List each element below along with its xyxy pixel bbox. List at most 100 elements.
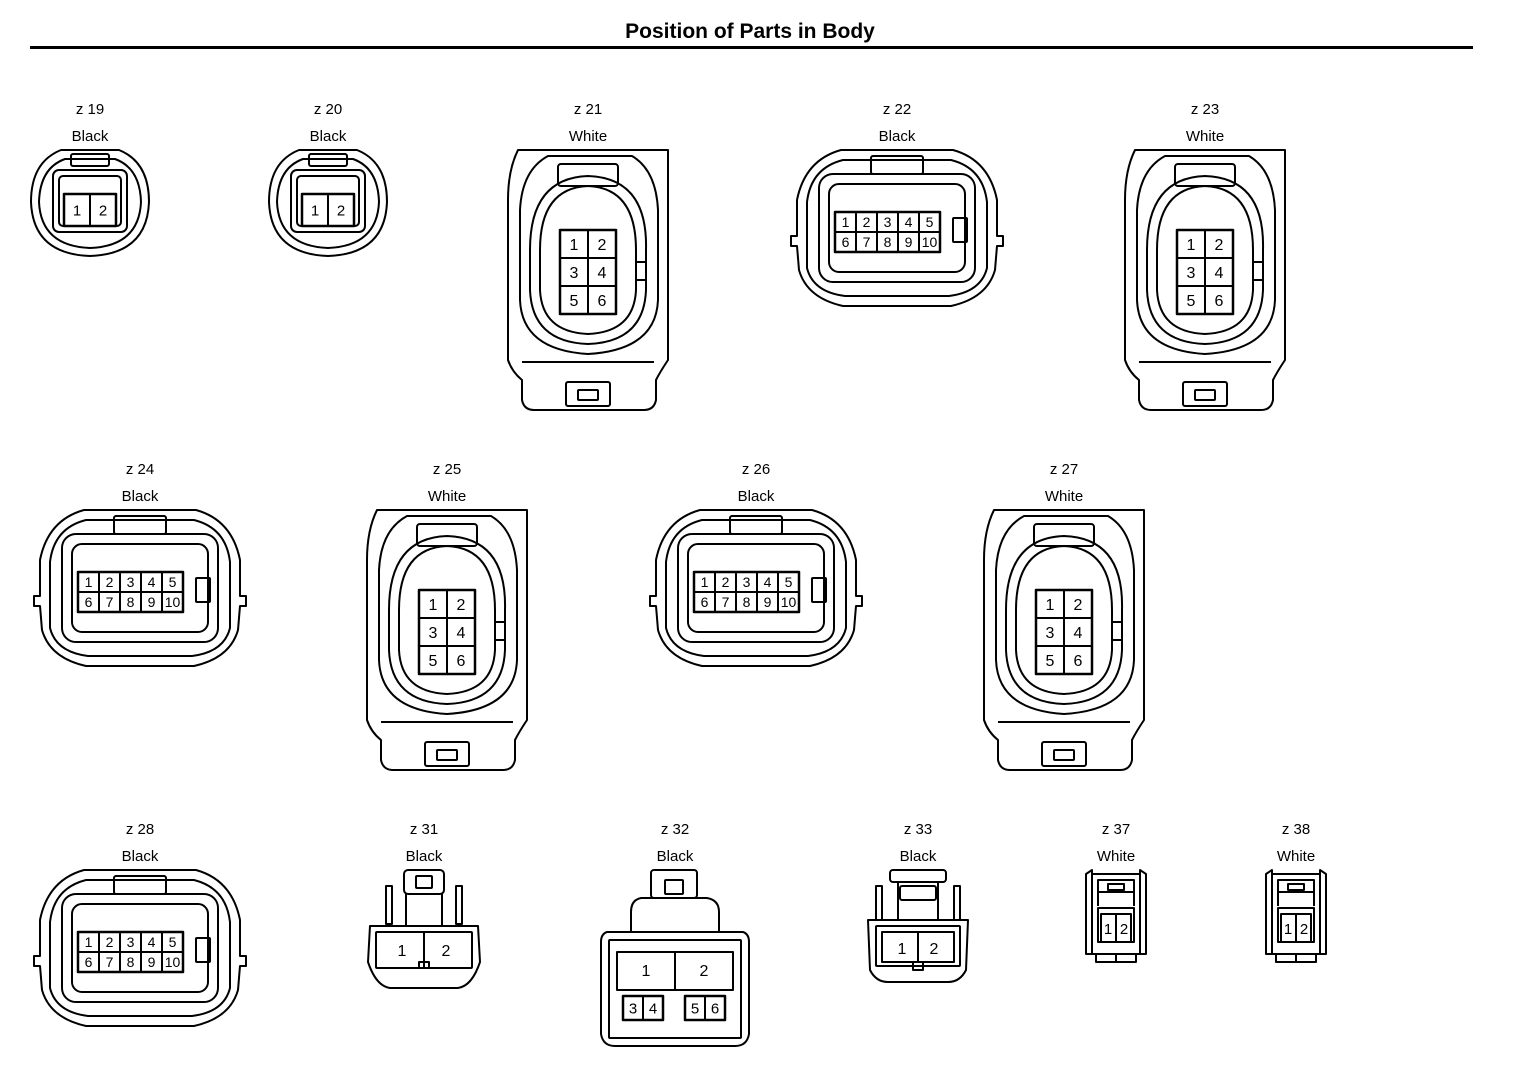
pin-label: 6 — [1074, 653, 1083, 670]
pin-label: 4 — [1074, 625, 1083, 642]
pin-label: 6 — [85, 954, 93, 970]
pin-label: 2 — [442, 943, 451, 960]
pin-label: 1 — [73, 202, 81, 219]
pin-label: 2 — [1300, 921, 1308, 938]
pin-label: 2 — [598, 237, 607, 254]
connector-color: Black — [738, 488, 775, 505]
connector-id: z 33 — [904, 821, 932, 838]
pin-label: 10 — [165, 954, 181, 970]
pin-label: 1 — [1046, 597, 1055, 614]
pin-label: 2 — [457, 597, 466, 614]
pin-label: 10 — [781, 594, 797, 610]
pin-label: 3 — [127, 574, 135, 590]
pin-label: 1 — [85, 934, 93, 950]
pin-label: 7 — [863, 234, 871, 250]
pin-label: 8 — [743, 594, 751, 610]
pin-label: 5 — [169, 934, 177, 950]
connector-id: z 25 — [433, 461, 461, 478]
pin-label: 1 — [1104, 921, 1112, 938]
pin-label: 3 — [429, 625, 438, 642]
pin-label: 2 — [930, 941, 939, 958]
pin-label: 6 — [598, 293, 607, 310]
connector-id: z 28 — [126, 821, 154, 838]
pin-label: 5 — [570, 293, 579, 310]
pin-label: 9 — [764, 594, 772, 610]
pin-label: 1 — [898, 941, 907, 958]
pin-label: 6 — [711, 1000, 719, 1017]
pin-label: 1 — [1284, 921, 1292, 938]
pin-label: 5 — [785, 574, 793, 590]
pin-label: 2 — [722, 574, 730, 590]
connector-color: Black — [879, 128, 916, 145]
pin-label: 9 — [148, 954, 156, 970]
connector-color: Black — [122, 848, 159, 865]
pin-label: 1 — [429, 597, 438, 614]
connector-id: z 21 — [574, 101, 602, 118]
pin-label: 2 — [700, 963, 709, 980]
pin-label: 3 — [629, 1000, 637, 1017]
pin-label: 9 — [905, 234, 913, 250]
connector-color: White — [1097, 848, 1135, 865]
connector-color: Black — [657, 848, 694, 865]
pin-label: 1 — [85, 574, 93, 590]
pin-label: 5 — [169, 574, 177, 590]
page-title: Position of Parts in Body — [625, 20, 875, 43]
pin-label: 7 — [106, 954, 114, 970]
pin-label: 6 — [842, 234, 850, 250]
pin-label: 4 — [598, 265, 607, 282]
pin-label: 5 — [926, 214, 934, 230]
connector-id: z 37 — [1102, 821, 1130, 838]
connector-color: White — [569, 128, 607, 145]
pin-label: 6 — [85, 594, 93, 610]
pin-label: 3 — [1187, 265, 1196, 282]
connector-color: White — [1277, 848, 1315, 865]
pin-label: 4 — [649, 1000, 657, 1017]
pin-label: 3 — [570, 265, 579, 282]
pin-label: 10 — [165, 594, 181, 610]
title-rule — [30, 46, 1473, 49]
pin-label: 3 — [884, 214, 892, 230]
connector-id: z 23 — [1191, 101, 1219, 118]
pin-label: 10 — [922, 234, 938, 250]
pin-label: 2 — [106, 934, 114, 950]
pin-label: 5 — [1046, 653, 1055, 670]
pin-label: 4 — [905, 214, 913, 230]
pin-label: 8 — [884, 234, 892, 250]
pin-label: 1 — [842, 214, 850, 230]
pin-label: 2 — [863, 214, 871, 230]
connector-color: White — [1045, 488, 1083, 505]
connector-color: Black — [406, 848, 443, 865]
connector-color: Black — [900, 848, 937, 865]
pin-label: 4 — [1215, 265, 1224, 282]
pin-label: 3 — [1046, 625, 1055, 642]
connector-id: z 19 — [76, 101, 104, 118]
pin-label: 9 — [148, 594, 156, 610]
pin-label: 4 — [764, 574, 772, 590]
pin-label: 3 — [743, 574, 751, 590]
pin-label: 1 — [570, 237, 579, 254]
pin-label: 7 — [106, 594, 114, 610]
pin-label: 5 — [691, 1000, 699, 1017]
connector-id: z 26 — [742, 461, 770, 478]
connector-color: White — [1186, 128, 1224, 145]
